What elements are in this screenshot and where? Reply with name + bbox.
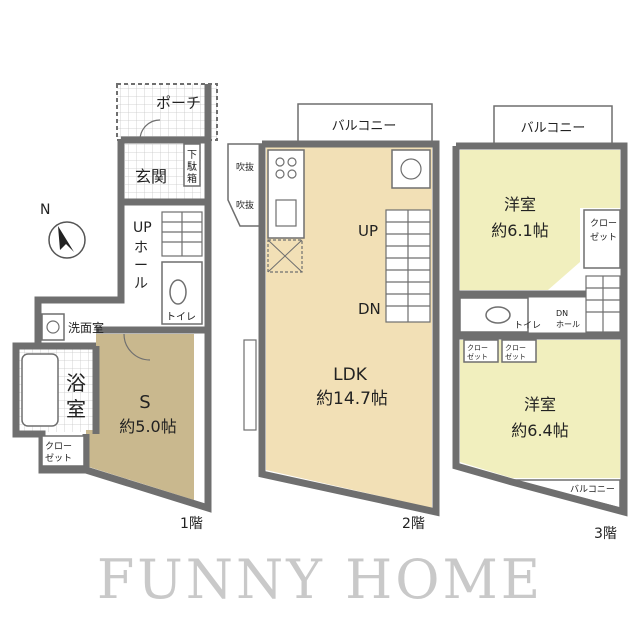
f3-hall-label: ホール xyxy=(556,320,580,329)
f2-walls xyxy=(258,140,440,517)
f3-toilet-bowl xyxy=(485,306,511,324)
f2-side-window xyxy=(243,339,257,431)
f1-toilet-bowl xyxy=(169,279,187,305)
shoe-box-label-2: 駄 xyxy=(187,160,197,173)
western-room-a-label: 洋室 xyxy=(504,195,536,214)
hall-label-1: ホ xyxy=(134,240,148,256)
f2-void xyxy=(227,143,263,227)
s-room-floor xyxy=(86,334,194,500)
f2-stairs xyxy=(385,209,431,323)
f1-porch-door xyxy=(139,119,161,141)
f3-closet-c-label-2: ゼット xyxy=(505,352,526,361)
compass-north-label: N xyxy=(40,202,50,218)
hall-label-2: ー xyxy=(134,258,148,274)
compass-needle-icon xyxy=(58,226,74,252)
f3-closet-b-label-1: クロー xyxy=(467,344,488,352)
f3-stairs xyxy=(585,275,621,333)
f2-balcony xyxy=(297,103,433,145)
western-room-a-floor xyxy=(460,150,620,290)
s-room-size: 約5.0帖 xyxy=(119,417,176,436)
floor-3: バルコニー 洋室 約6.1帖 クロー ゼット トイレ DN ホール クロー ゼッ… xyxy=(452,105,628,542)
floor-2: バルコニー 吹抜 吹抜 UP DN LDK 約14.7帖 2階 xyxy=(227,103,440,532)
f3-closet-c xyxy=(501,339,537,363)
porch-label: ポーチ xyxy=(156,94,201,112)
void-label-2: 吹抜 xyxy=(236,199,254,211)
compass-icon xyxy=(48,221,86,259)
floor-2-label: 2階 xyxy=(402,516,425,532)
western-room-b-floor xyxy=(460,340,620,478)
porch-area xyxy=(116,83,218,141)
floor-1-label: 1階 xyxy=(180,516,203,532)
f2-up-label: UP xyxy=(358,222,378,240)
entrance-label: 玄関 xyxy=(135,167,167,186)
f1-toilet-label: トイレ xyxy=(166,312,196,323)
washroom-label: 洗面室 xyxy=(68,320,104,335)
washbasin xyxy=(41,313,65,341)
f1-closet-label-1: クロー xyxy=(45,441,72,452)
western-room-b-size: 約6.4帖 xyxy=(511,421,568,440)
f3-closet-b-label-2: ゼット xyxy=(467,352,488,361)
shoe-box-label-3: 箱 xyxy=(187,172,197,185)
western-room-a-size: 約6.1帖 xyxy=(491,221,548,240)
f1-closet-label-2: ゼット xyxy=(45,452,72,464)
f3-balcony-bottom-label: バルコニー xyxy=(570,484,615,495)
fridge-space xyxy=(267,239,303,273)
f1-walls xyxy=(12,84,212,513)
shoe-box xyxy=(183,143,201,187)
hall-label-3: ル xyxy=(134,276,148,292)
void-label-1: 吹抜 xyxy=(236,161,254,173)
f3-balcony-top-label: バルコニー xyxy=(521,121,586,136)
bathtub xyxy=(21,353,59,427)
compass: N xyxy=(40,202,86,259)
western-room-b-label: 洋室 xyxy=(524,395,556,414)
f3-closet-b xyxy=(463,339,499,363)
washer xyxy=(391,149,431,189)
watermark: FUNNY HOME xyxy=(96,548,544,611)
f3-toilet-label: トイレ xyxy=(514,321,541,331)
f3-closet-c-label-1: クロー xyxy=(505,344,526,352)
shoe-box-label-1: 下 xyxy=(187,150,197,161)
f2-balcony-label: バルコニー xyxy=(332,119,397,134)
f3-balcony-top xyxy=(493,105,613,147)
f3-closet-a xyxy=(583,209,621,269)
ldk-label: LDK xyxy=(333,365,368,385)
f1-up-label: UP xyxy=(133,220,152,236)
ldk-size: 約14.7帖 xyxy=(316,389,388,409)
s-room-label: S xyxy=(139,392,150,413)
bath-label-1: 浴 xyxy=(66,371,86,395)
kitchen-counter xyxy=(267,149,305,239)
f3-closet-a-label-1: クロー xyxy=(590,218,617,229)
f1-closet xyxy=(41,435,85,467)
f1-s-door xyxy=(123,333,151,361)
f2-dn-label: DN xyxy=(358,300,381,318)
f3-dn-label: DN xyxy=(556,309,568,318)
floor-3-label: 3階 xyxy=(594,526,617,542)
bath-label-2: 室 xyxy=(66,397,86,421)
f3-closet-a-label-2: ゼット xyxy=(590,231,617,243)
f1-stairs xyxy=(161,211,203,257)
floor-1: ポーチ 玄関 下 駄 箱 UP ホ ー ル トイレ 洗面室 浴 室 クロー ゼッ… xyxy=(12,83,218,532)
